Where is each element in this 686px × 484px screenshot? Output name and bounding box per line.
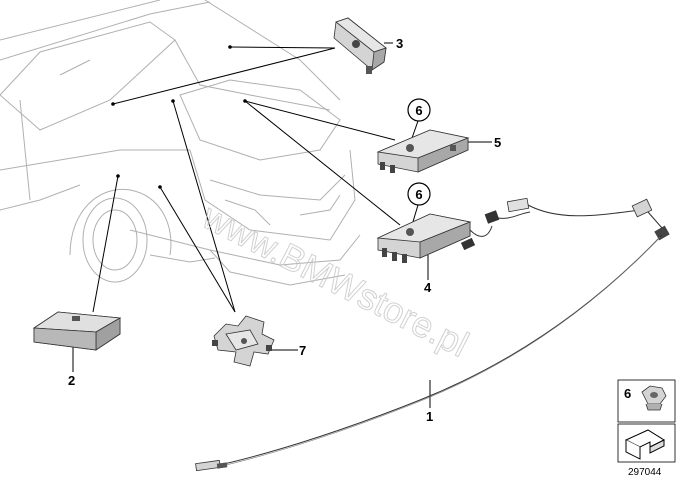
part-1-cable (195, 234, 663, 472)
part-2-box (32, 311, 122, 351)
leader-lines (72, 42, 492, 408)
arrow-icon (624, 429, 666, 460)
callout-6-lower: 6 (407, 182, 431, 206)
legend-arrow-box (617, 423, 676, 463)
diagram-id: 297044 (628, 467, 662, 478)
callout-2: 2 (68, 373, 75, 388)
car-outline (0, 0, 361, 286)
part-7-module (212, 315, 275, 367)
part-5-control-unit (376, 129, 470, 173)
cable-harness (460, 197, 670, 251)
callout-6-upper: 6 (407, 98, 431, 122)
legend-nut-label: 6 (624, 386, 631, 401)
part-4-control-unit (376, 213, 472, 263)
callout-1: 1 (426, 409, 433, 424)
callout-4: 4 (424, 280, 432, 295)
callout-6-upper-label: 6 (415, 103, 422, 118)
callout-3: 3 (396, 36, 403, 51)
nut-icon (641, 385, 667, 411)
callout-5: 5 (494, 135, 501, 150)
part-3-module (333, 17, 387, 74)
callout-7: 7 (299, 343, 306, 358)
legend-nut-box: 6 (617, 379, 676, 423)
callout-6-lower-label: 6 (415, 187, 422, 202)
